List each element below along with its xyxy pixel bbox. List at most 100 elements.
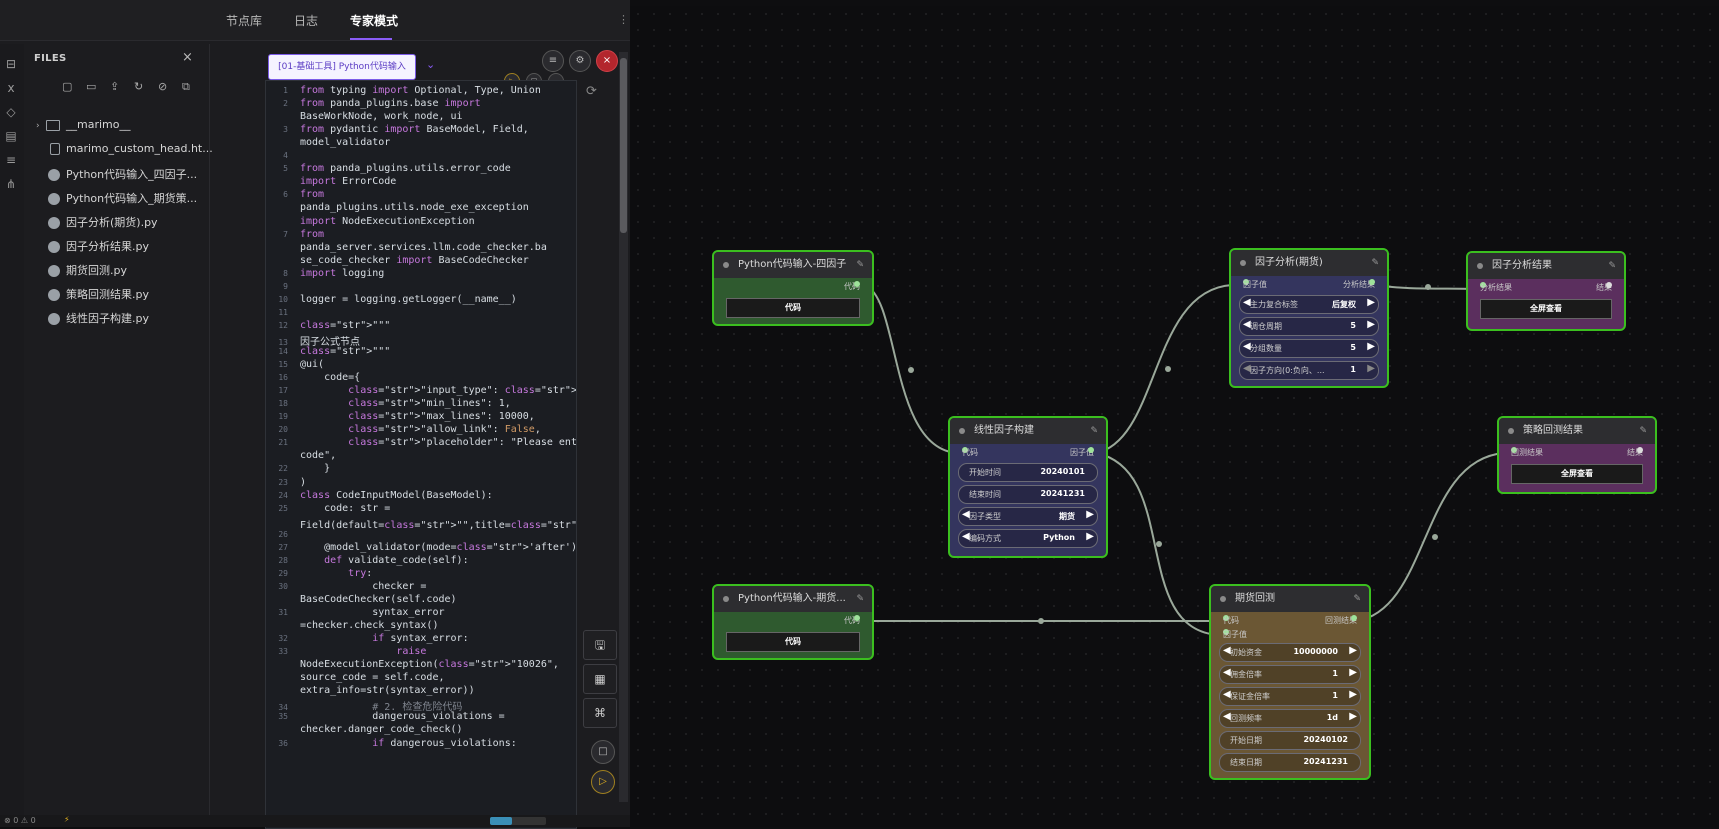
field-main-contract-label[interactable]: ◀主力复合标签后复权▶: [1239, 295, 1379, 314]
problems-count[interactable]: ⊗ 0 ⚠ 0: [4, 816, 36, 825]
file-item[interactable]: ›__marimo__: [36, 118, 131, 131]
arrow-left-icon[interactable]: ◀: [1223, 689, 1231, 700]
run-all-icon[interactable]: ▷: [591, 770, 615, 794]
output-port[interactable]: [854, 615, 860, 621]
dependency-graph-icon[interactable]: ⋔: [5, 177, 17, 191]
arrow-left-icon[interactable]: ◀: [962, 509, 970, 520]
code-line[interactable]: 15@ui(: [266, 359, 576, 373]
arrow-left-icon[interactable]: ◀: [1223, 667, 1231, 678]
file-item[interactable]: 因子分析(期货).py: [48, 214, 220, 234]
code-line[interactable]: panda_plugins.utils.node_exe_exception: [266, 202, 576, 216]
edit-icon[interactable]: ✎: [1353, 594, 1361, 604]
arrow-right-icon[interactable]: ▶: [1086, 509, 1094, 520]
field-factor-type[interactable]: ◀因子类型期货▶: [958, 507, 1098, 526]
editor-scroll-thumb[interactable]: [620, 58, 627, 233]
outline-icon[interactable]: ≡: [5, 153, 17, 167]
package-icon[interactable]: ◇: [6, 105, 16, 119]
file-tree-icon[interactable]: ⊟: [5, 57, 17, 71]
code-line[interactable]: BaseWorkNode, work_node, ui: [266, 111, 576, 125]
stop-all-icon[interactable]: □: [591, 740, 615, 764]
arrow-right-icon[interactable]: ▶: [1367, 319, 1375, 330]
fullscreen-view-button[interactable]: 全屏查看: [1480, 299, 1612, 319]
code-line[interactable]: 22 }: [266, 463, 576, 477]
chevron-down-icon[interactable]: ⌄: [426, 58, 436, 71]
code-line[interactable]: 18 class="str">"min_lines": 1,: [266, 398, 576, 412]
code-line[interactable]: 17 class="str">"input_type": class="str"…: [266, 385, 576, 399]
code-line[interactable]: 21 class="str">"placeholder": "Please en…: [266, 437, 576, 451]
layout-icon[interactable]: ▦: [583, 664, 617, 694]
code-line[interactable]: 31 syntax_error: [266, 607, 576, 621]
arrow-right-icon[interactable]: ▶: [1367, 341, 1375, 352]
code-line[interactable]: BaseCodeChecker(self.code): [266, 594, 576, 608]
tab-node-library[interactable]: 节点库: [226, 14, 263, 28]
code-line[interactable]: 29 try:: [266, 568, 576, 582]
file-item[interactable]: Python代码输入_四因子...: [48, 166, 220, 186]
refresh-icon[interactable]: ⟳: [586, 84, 597, 99]
output-port[interactable]: [1369, 279, 1375, 285]
refresh-icon[interactable]: ↻: [134, 80, 144, 93]
arrow-left-icon[interactable]: ◀: [1243, 297, 1251, 308]
arrow-left-icon[interactable]: ◀: [1243, 341, 1251, 352]
code-line[interactable]: NodeExecutionException(class="str">"1002…: [266, 659, 576, 673]
node-python-input-futures[interactable]: Python代码输入-期货...✎ 代码 代码: [712, 584, 874, 660]
code-line[interactable]: 28 def validate_code(self):: [266, 555, 576, 569]
node-factor-analysis-result[interactable]: 因子分析结果✎ 分析结果结果 全屏查看: [1466, 251, 1626, 331]
close-icon[interactable]: ×: [182, 50, 193, 65]
code-line[interactable]: 19 class="str">"max_lines": 10000,: [266, 411, 576, 425]
edit-icon[interactable]: ✎: [1639, 426, 1647, 436]
node-strategy-backtest-result[interactable]: 策略回测结果✎ 回测结果结果 全屏查看: [1497, 416, 1657, 494]
tab-expert-mode[interactable]: 专家模式: [350, 14, 399, 28]
code-line[interactable]: 32 if syntax_error:: [266, 633, 576, 647]
edit-icon[interactable]: ✎: [1371, 258, 1379, 268]
input-port[interactable]: [962, 447, 968, 453]
upload-icon[interactable]: ⇪: [110, 80, 120, 93]
code-button[interactable]: 代码: [726, 632, 860, 652]
code-line[interactable]: se_code_checker import BaseCodeChecker: [266, 255, 576, 269]
code-line[interactable]: 16 code={: [266, 372, 576, 386]
arrow-right-icon[interactable]: ▶: [1349, 645, 1357, 656]
input-port[interactable]: [1223, 629, 1229, 635]
arrow-left-icon[interactable]: ◀: [962, 531, 970, 542]
editor-scrollbar[interactable]: [619, 52, 628, 802]
code-line[interactable]: 4: [266, 150, 576, 164]
edit-icon[interactable]: ✎: [856, 260, 864, 270]
file-item[interactable]: marimo_custom_head.ht...: [48, 142, 220, 162]
arrow-left-icon[interactable]: ◀: [1223, 645, 1231, 656]
arrow-right-icon[interactable]: ▶: [1349, 689, 1357, 700]
new-file-icon[interactable]: ▢: [62, 80, 73, 93]
arrow-right-icon[interactable]: ▶: [1367, 363, 1375, 374]
code-line[interactable]: source_code = self.code,: [266, 672, 576, 686]
code-line[interactable]: model_validator: [266, 137, 576, 151]
tab-logs[interactable]: 日志: [294, 14, 319, 28]
close-icon[interactable]: ×: [596, 50, 618, 72]
code-button[interactable]: 代码: [726, 298, 860, 318]
code-line[interactable]: 30 checker =: [266, 581, 576, 595]
output-port[interactable]: [1606, 282, 1612, 288]
chevron-right-icon[interactable]: ›: [36, 121, 40, 131]
arrow-left-icon[interactable]: ◀: [1243, 319, 1251, 330]
node-python-input-four-factor[interactable]: Python代码输入-四因子✎ 代码 代码: [712, 250, 874, 326]
code-line[interactable]: 25 code: str =: [266, 503, 576, 517]
field-factor-direction[interactable]: ◀因子方向(0:负向、...1▶: [1239, 361, 1379, 380]
input-port[interactable]: [1511, 447, 1517, 453]
arrow-right-icon[interactable]: ▶: [1367, 297, 1375, 308]
code-line[interactable]: 34 # 2. 检查危险代码: [266, 698, 576, 713]
new-folder-icon[interactable]: ▭: [86, 80, 97, 93]
save-icon[interactable]: 🖫: [583, 630, 617, 660]
code-line[interactable]: import ErrorCode: [266, 176, 576, 190]
file-item[interactable]: Python代码输入_期货策...: [48, 190, 220, 210]
arrow-left-icon[interactable]: ◀: [1223, 711, 1231, 722]
code-line[interactable]: 36 if dangerous_violations:: [266, 738, 576, 752]
code-line[interactable]: 35 dangerous_violations =: [266, 711, 576, 725]
